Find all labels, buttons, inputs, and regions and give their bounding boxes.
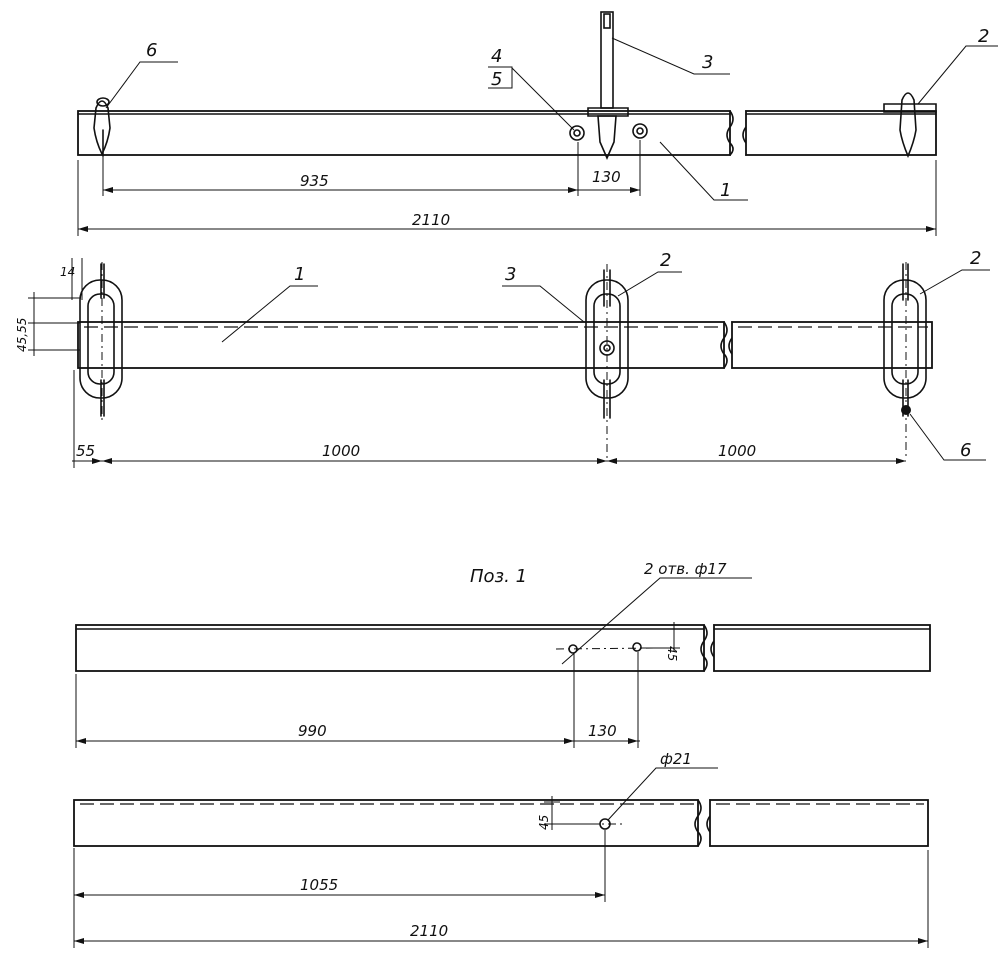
callout-4: 4 <box>491 46 502 67</box>
callout-6-top: 6 <box>146 40 157 61</box>
leader-6-top <box>105 61 178 109</box>
callout-2-center: 2 <box>660 250 671 271</box>
callout-1-side: 1 <box>294 264 305 285</box>
callout-3-side: 3 <box>505 264 516 285</box>
leader-3-top <box>611 37 730 75</box>
callout-3-top: 3 <box>702 52 713 73</box>
dim-935: 935 <box>300 172 329 190</box>
pos1-hole-label: ф21 <box>660 750 692 768</box>
dim-55: 55 <box>76 442 95 460</box>
leader-2-right <box>919 269 990 295</box>
link-right-top <box>883 92 937 159</box>
pos1-dim-45-upper: 45 <box>665 646 679 661</box>
pos1-section: Поз. 1 2 отв. ф17 45 990 130 <box>73 560 931 948</box>
leader-hole-21 <box>607 767 718 821</box>
beam-break <box>726 110 734 156</box>
link-right-side <box>883 262 927 460</box>
bolt-left <box>569 125 585 141</box>
leader-3-side <box>502 285 585 323</box>
pos1-dim-130: 130 <box>588 722 617 740</box>
bolt-right <box>632 123 648 139</box>
dim-2110-top: 2110 <box>412 211 450 229</box>
callout-2-top: 2 <box>978 26 989 47</box>
link-center-side <box>585 264 629 460</box>
pos1-dim-990: 990 <box>298 722 327 740</box>
pos1-dim-45-lower: 45 <box>537 815 551 830</box>
link-left-side <box>79 262 123 422</box>
pos1-bar-upper-left <box>75 624 705 672</box>
side-view: 14 45,55 1 3 2 2 6 55 1000 1000 <box>15 248 990 468</box>
pos1-hole-2 <box>632 642 642 652</box>
leader-6-side <box>909 413 986 461</box>
callout-6-side: 6 <box>960 440 971 461</box>
dim-1000-left: 1000 <box>322 442 360 460</box>
beam-top-left <box>77 110 731 156</box>
dim-1000-right: 1000 <box>718 442 756 460</box>
pos1-holes-label: 2 отв. ф17 <box>644 560 727 578</box>
pos1-dim-2110: 2110 <box>410 922 448 940</box>
callout-box-4-5 <box>488 66 513 89</box>
beam-side-left <box>77 321 725 369</box>
dim-130-top: 130 <box>592 168 621 186</box>
dim-45-55: 45,55 <box>15 318 29 352</box>
pos1-bar-lower-left <box>73 799 699 847</box>
pos1-bar-lower-right <box>709 799 929 847</box>
leader-4 <box>511 67 575 131</box>
top-view: 6 4 5 3 2 1 935 130 2110 <box>77 11 998 236</box>
beam-top-right <box>745 110 937 156</box>
pos1-bar-upper-right <box>713 624 931 672</box>
pos1-title: Поз. 1 <box>470 566 527 587</box>
leader-holes <box>561 577 752 665</box>
leader-2-top <box>917 45 998 105</box>
dim-14: 14 <box>60 265 75 279</box>
leader-1-side <box>221 285 318 343</box>
callout-5: 5 <box>491 69 502 90</box>
leader-2-center <box>617 271 682 297</box>
leader-1-top <box>659 141 748 201</box>
callout-2-right: 2 <box>970 248 981 269</box>
beam-side-right <box>731 321 933 369</box>
callout-1-top: 1 <box>720 180 731 201</box>
center-clamp-top <box>587 11 629 160</box>
pos1-dim-1055: 1055 <box>300 876 338 894</box>
link-left-top <box>93 97 111 157</box>
